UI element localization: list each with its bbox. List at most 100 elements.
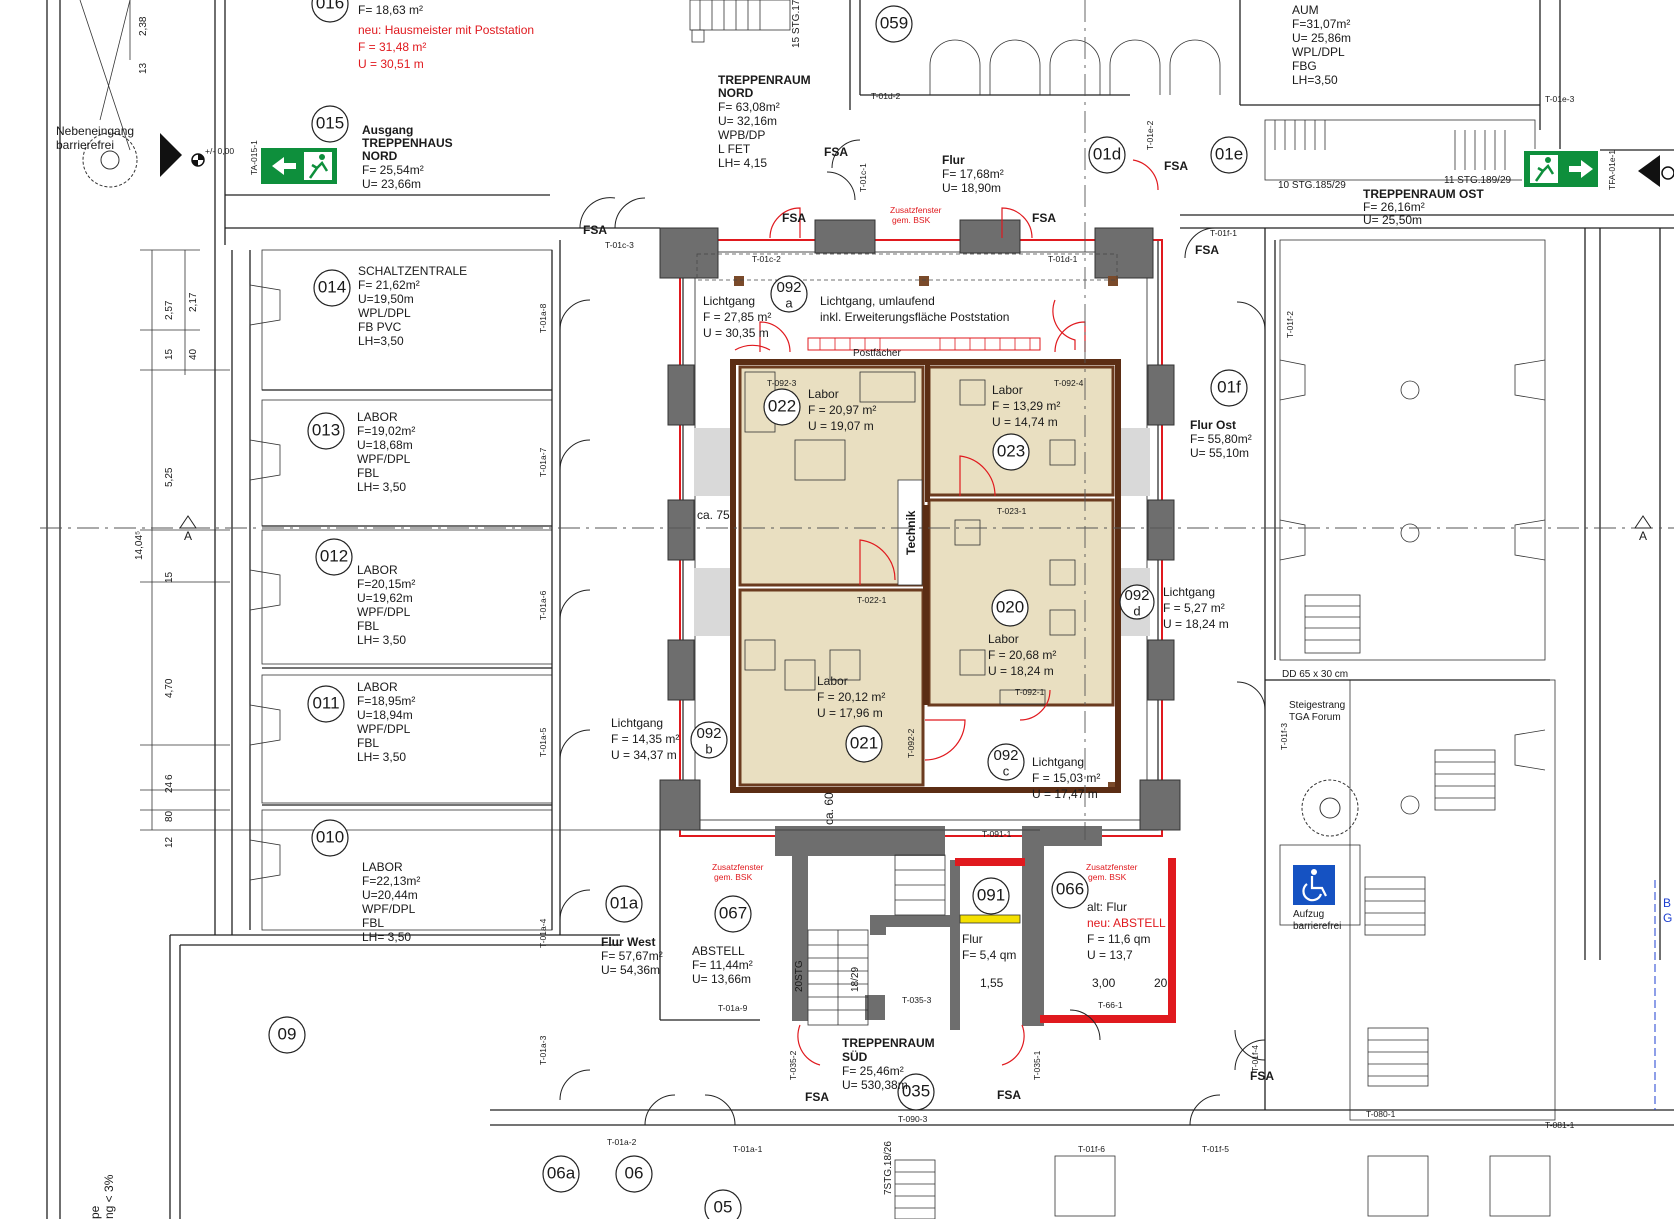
room-013-area: F=19,02m² (357, 424, 415, 438)
stair-sued-area: F= 25,46m² (842, 1064, 904, 1078)
room-number: 092 (1124, 587, 1149, 604)
ca60-label: ca. 60 (822, 792, 836, 825)
room-016-new-use: neu: Hausmeister mit Poststation (358, 23, 534, 37)
right-edge-label2: G (1663, 911, 1672, 925)
room-011-floor: FBL (357, 736, 379, 750)
room-014-floor: FB PVC (358, 320, 402, 334)
room-066-old: alt: Flur (1087, 900, 1127, 914)
room-067-title: ABSTELL (692, 944, 745, 958)
mailboxes-label: Postfächer (853, 348, 901, 359)
dim-text: 4,70 (164, 678, 175, 698)
entrance-arrow-east-icon (1638, 155, 1674, 187)
dim-text: 15 (164, 571, 175, 583)
stair-ost-perimeter: U= 25,50m (1363, 213, 1422, 227)
room-01f-area: F= 55,80m² (1190, 432, 1252, 446)
fsa-label: FSA (824, 145, 848, 159)
fsa-label: FSA (805, 1090, 829, 1104)
room-015-title2: TREPPENHAUS (362, 136, 453, 150)
dim-text: 2,38 (138, 16, 149, 36)
room-092d-perimeter: U = 18,24 m (1163, 617, 1229, 631)
room-022-title: Labor (808, 387, 839, 401)
room-014-height: LH=3,50 (358, 334, 404, 348)
room-number: 011 (312, 693, 339, 712)
room-016-area: F= 18,63 m² (358, 3, 423, 17)
door-id: TA-015-1 (249, 140, 259, 175)
door-id: T-01c-3 (605, 240, 634, 250)
room-number: 059 (880, 13, 908, 32)
room-01f-perimeter: U= 55,10m (1190, 446, 1249, 460)
aum-area: F=31,07m² (1292, 17, 1350, 31)
room-011-perimeter: U=18,94m (357, 708, 413, 722)
fsa-label: FSA (1164, 159, 1188, 173)
courtyard-doors (759, 321, 1086, 721)
room-015-title3: NORD (362, 149, 398, 163)
room-number-suffix: d (1133, 603, 1140, 618)
room-066-new: neu: ABSTELL (1087, 916, 1166, 930)
room-number: 09 (278, 1024, 297, 1043)
room-010-height: LH= 3,50 (362, 930, 411, 944)
wheelchair-east-icon (1301, 779, 1359, 837)
room-021-area: F = 20,12 m² (817, 690, 885, 704)
room-023-area: F = 13,29 m² (992, 399, 1060, 413)
stair-ost-steps1: 10 STG.185/29 (1278, 180, 1346, 191)
stair-ost-title: TREPPENRAUM OST (1363, 187, 1484, 201)
room-012-wall: WPF/DPL (357, 605, 411, 619)
grid-axes (40, 230, 1674, 840)
room-059-arches (929, 0, 1221, 230)
room-014-title: SCHALTZENTRALE (358, 264, 467, 278)
room-013-title: LABOR (357, 410, 398, 424)
door-id: T-090-3 (898, 1114, 928, 1124)
dim-text: 14,04⁵ (134, 531, 145, 560)
door-id: T-092-4 (1054, 378, 1084, 388)
annotations: Nebeneingang barrierefrei +/- 0,00 Zusat… (56, 0, 1672, 1219)
stair-sued-perimeter: U= 530,38m (842, 1078, 908, 1092)
room-012-area: F=20,15m² (357, 577, 415, 591)
room-092c-title: Lichtgang (1032, 755, 1084, 769)
door-id: T-081-1 (1545, 1120, 1575, 1130)
room-number: 016 (316, 0, 344, 12)
elevator-shaft (1279, 844, 1361, 926)
stair-nord-floor: L FET (718, 142, 751, 156)
dim-text: 2,17 (188, 292, 199, 312)
side-note: pe (88, 1205, 102, 1219)
technik-label: Technik (904, 510, 918, 555)
room-01a-area: F= 57,67m² (601, 949, 663, 963)
bottom-stair (894, 1159, 936, 1219)
room-012-perimeter: U=19,62m (357, 591, 413, 605)
door-id: T-01a-6 (538, 590, 548, 620)
room-016-new-area: F = 31,48 m² (358, 40, 426, 54)
room-020-title: Labor (988, 632, 1019, 646)
room-015-area: F= 25,54m² (362, 163, 424, 177)
room-numbers: 016 015 059 01d 01e 014 013 012 011 010 … (268, 0, 1248, 1219)
outer-walls (46, 0, 1674, 1219)
wall-opening-label: DD 65 x 30 cm (1282, 669, 1348, 680)
stairs-nord (689, 0, 791, 43)
stair-nord-title2: NORD (718, 86, 754, 100)
door-id: T-035-3 (902, 995, 932, 1005)
room-013-perimeter: U=18,68m (357, 438, 413, 452)
stair-nord-wall: WPB/DP (718, 128, 765, 142)
south-core (659, 826, 1176, 1030)
room-number: 01f (1217, 377, 1241, 396)
door-id: T-01e-3 (1545, 94, 1575, 104)
extra-window-label2: gem. BSK (714, 872, 753, 882)
right-edge-label: B (1663, 896, 1671, 910)
room-number: 091 (977, 885, 1005, 904)
room-number: 092 (776, 279, 801, 296)
room-number: 05 (714, 1197, 733, 1216)
stair-sued-steps2: 18/29 (850, 967, 861, 992)
room-092a-perimeter: U = 30,35 m (703, 326, 769, 340)
room-01d-title: Flur (942, 153, 965, 167)
room-number: 023 (997, 441, 1025, 460)
door-id: T-01c-2 (752, 254, 781, 264)
room-number: 092 (993, 747, 1018, 764)
dim-text: 13 (138, 62, 149, 74)
fsa-label: FSA (583, 223, 607, 237)
fsa-label: FSA (1250, 1069, 1274, 1083)
door-id: T-01f-2 (1285, 311, 1295, 338)
dim-text: 12 (164, 836, 175, 848)
room-015-title: Ausgang (362, 123, 413, 137)
side-entrance-label2: barrierefrei (56, 138, 114, 152)
ca75-label: ca. 75 (697, 508, 730, 522)
accessible-elevator-icon (1293, 865, 1335, 905)
